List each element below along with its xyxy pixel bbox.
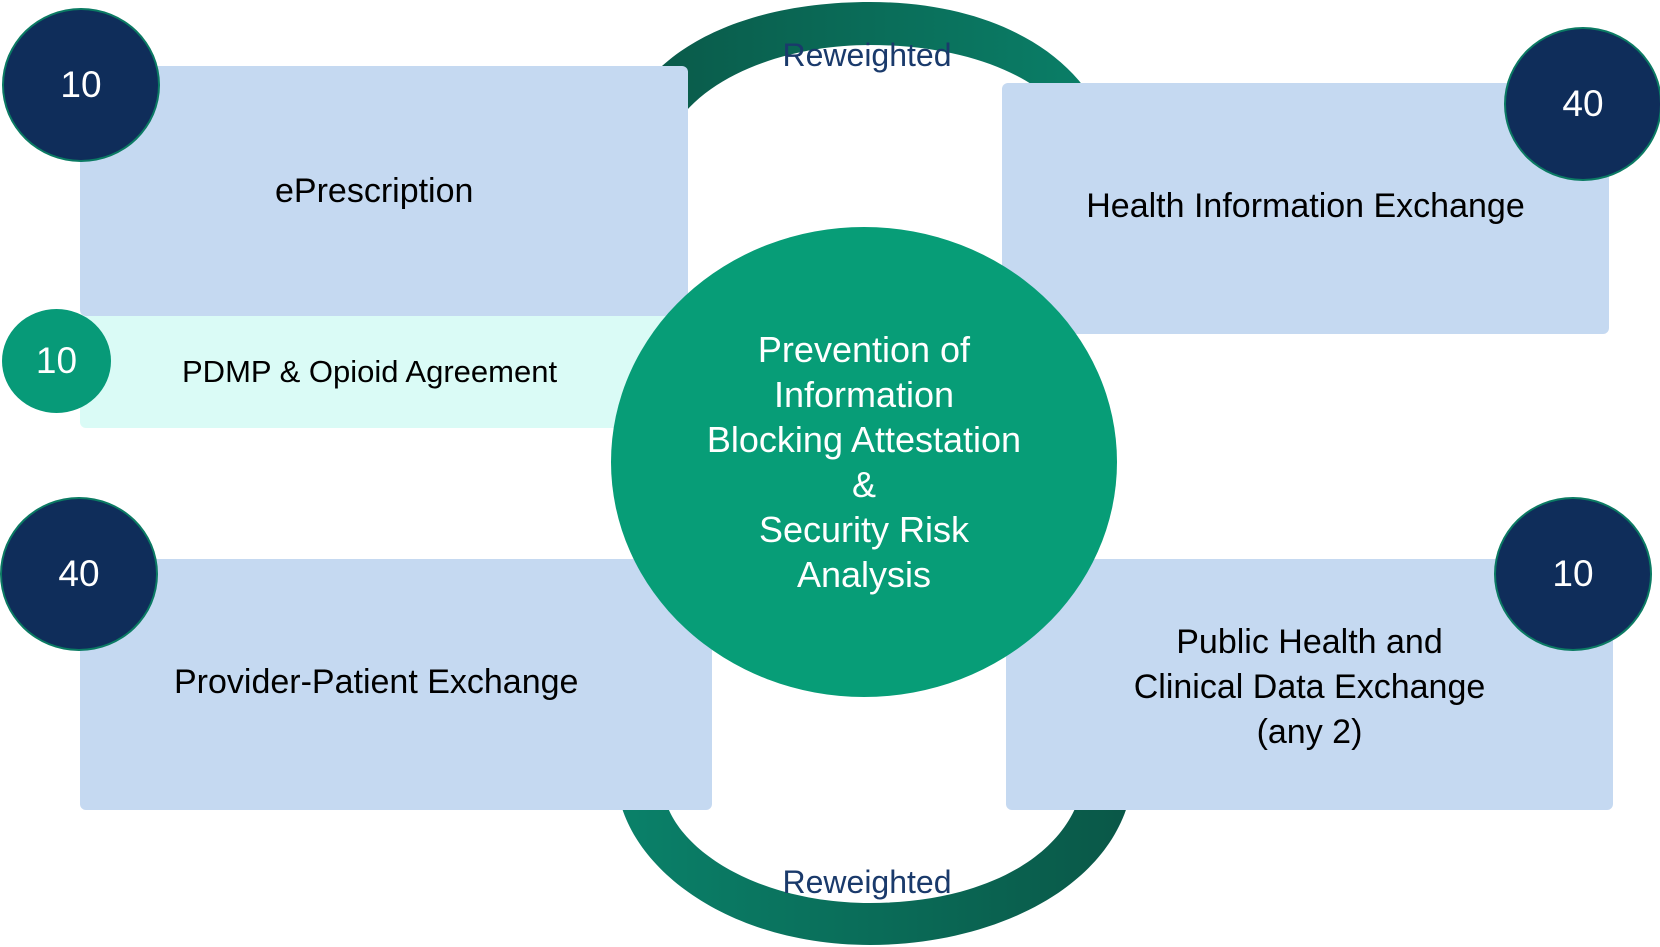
- pdmp-label: PDMP & Opioid Agreement: [182, 354, 558, 389]
- hie-score: 40: [1562, 83, 1604, 124]
- pdmp-score-badge: 10: [2, 309, 111, 413]
- center-circle: Prevention of Information Blocking Attes…: [611, 227, 1117, 697]
- public-health-label: Public Health and Clinical Data Exchange…: [1133, 623, 1486, 751]
- pdmp-score: 10: [35, 340, 78, 381]
- eprescription-score-badge: 10: [2, 8, 160, 162]
- top-curved-arrow: [610, 2, 1150, 186]
- provider-patient-label: Provider-Patient Exchange: [174, 663, 579, 701]
- center-text: Prevention of Information Blocking Attes…: [706, 329, 1022, 595]
- provider-patient-score-badge: 40: [0, 497, 158, 651]
- top-reweighted-label: Reweighted: [782, 37, 952, 73]
- hie-label: Health Information Exchange: [1086, 187, 1525, 225]
- public-health-score-badge: 10: [1494, 497, 1652, 651]
- pdmp-box: PDMP & Opioid Agreement: [80, 316, 670, 428]
- public-health-score: 10: [1552, 553, 1594, 594]
- eprescription-score: 10: [60, 64, 102, 105]
- eprescription-label: ePrescription: [275, 172, 474, 210]
- bottom-reweighted-label: Reweighted: [782, 864, 952, 900]
- hie-box: Health Information Exchange: [1002, 83, 1609, 334]
- eprescription-box: ePrescription: [80, 66, 688, 316]
- provider-patient-box: Provider-Patient Exchange: [80, 559, 712, 810]
- provider-patient-score: 40: [58, 553, 100, 594]
- hie-score-badge: 40: [1504, 27, 1660, 181]
- bottom-curved-arrow: [593, 762, 1134, 945]
